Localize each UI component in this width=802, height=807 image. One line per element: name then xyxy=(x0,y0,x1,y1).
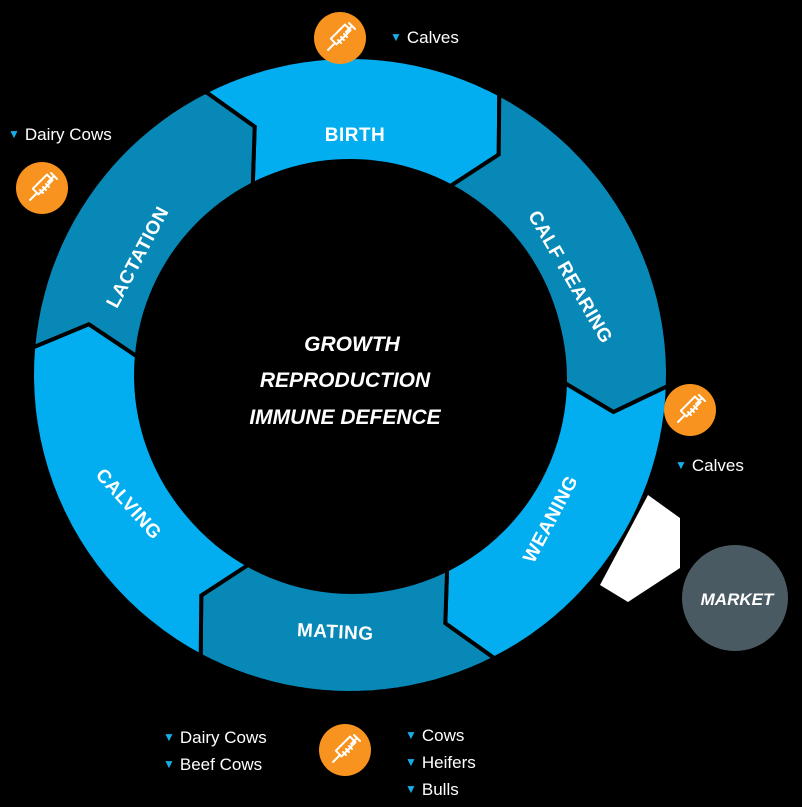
vaccine-badge-right xyxy=(664,384,716,436)
triangle-down-icon: ▼ xyxy=(405,755,417,769)
note-bottom-right: ▼Cows ▼Heifers ▼Bulls xyxy=(405,723,476,804)
segment-lactation xyxy=(30,89,257,360)
note-item: ▼Calves xyxy=(390,28,459,47)
center-line-2: REPRODUCTION xyxy=(260,369,431,392)
triangle-down-icon: ▼ xyxy=(405,782,417,796)
triangle-down-icon: ▼ xyxy=(163,757,175,771)
triangle-down-icon: ▼ xyxy=(405,728,417,742)
note-item: ▼Beef Cows xyxy=(163,755,263,774)
note-item: ▼Calves xyxy=(675,456,744,475)
note-bottom-left: ▼Dairy Cows ▼Beef Cows xyxy=(163,725,267,779)
triangle-down-icon: ▼ xyxy=(163,730,175,744)
market-circle xyxy=(682,545,788,651)
note-right: ▼Calves xyxy=(675,453,744,480)
note-item: ▼Cows xyxy=(405,726,465,745)
center-line-1: GROWTH xyxy=(304,333,400,356)
triangle-down-icon: ▼ xyxy=(8,127,20,141)
note-item: ▼Bulls xyxy=(405,780,459,799)
note-item: ▼Heifers xyxy=(405,753,476,772)
note-item: ▼Dairy Cows xyxy=(8,125,112,144)
note-left: ▼Dairy Cows xyxy=(8,122,112,149)
label-mating: MATING xyxy=(297,620,375,645)
vaccine-badge-bottom xyxy=(319,724,371,776)
market-arrow xyxy=(600,495,680,602)
triangle-down-icon: ▼ xyxy=(675,458,687,472)
vaccine-badge-top xyxy=(314,12,366,64)
center-disk xyxy=(137,164,567,594)
center-line-3: IMMUNE DEFENCE xyxy=(249,406,441,429)
label-birth: BIRTH xyxy=(325,125,386,146)
triangle-down-icon: ▼ xyxy=(390,30,402,44)
vaccine-badge-left xyxy=(16,162,68,214)
note-top: ▼Calves xyxy=(390,25,459,52)
market-label: MARKET xyxy=(701,590,775,609)
note-item: ▼Dairy Cows xyxy=(163,728,267,747)
